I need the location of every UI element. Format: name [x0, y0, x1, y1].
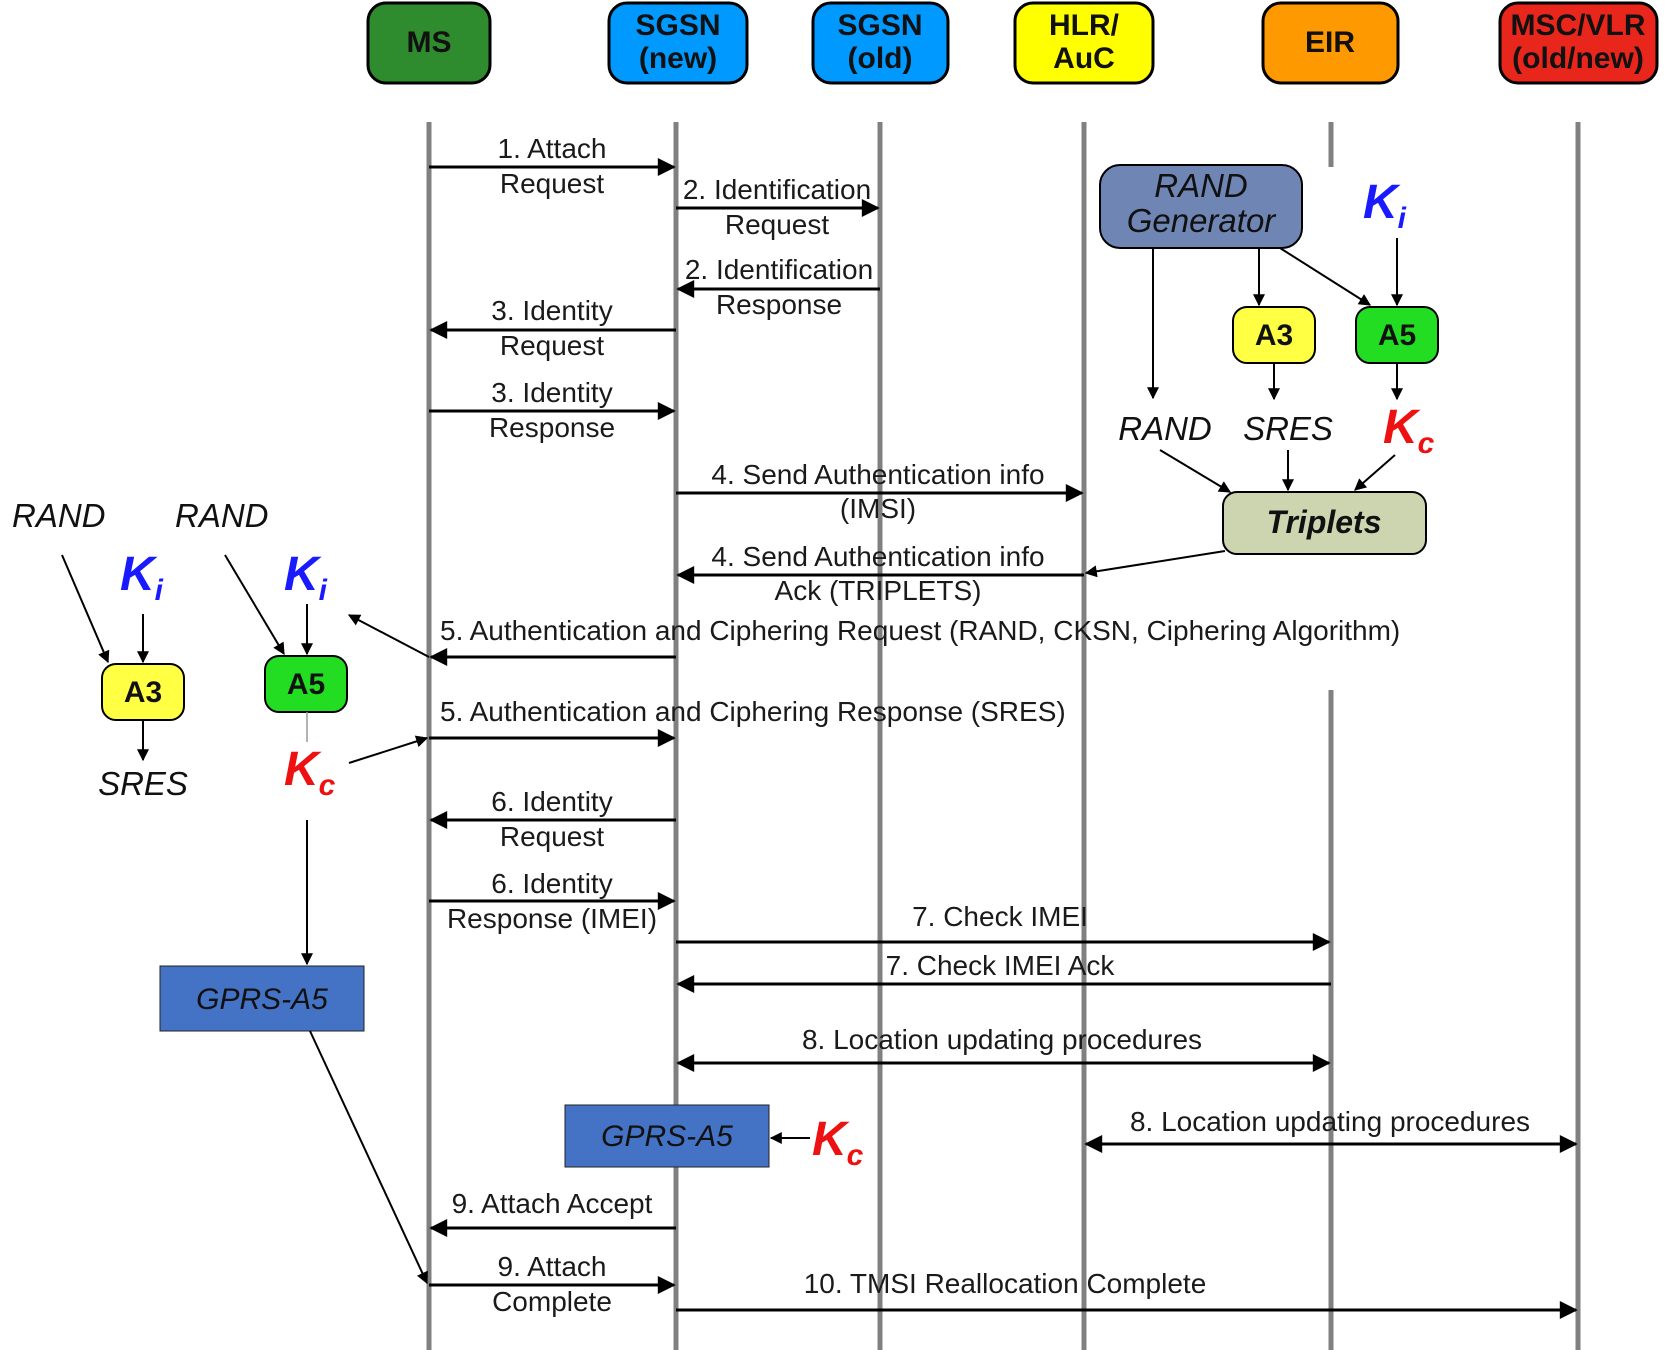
- entity-ms-label: MS: [407, 26, 452, 59]
- entity-hlr-auc: HLR/ AuC: [1013, 1, 1155, 85]
- ms-gprs-a5-box: [159, 965, 365, 1032]
- msg-4a-line1: 4. Send Authentication info: [711, 459, 1044, 490]
- hlr-sres-label: SRES: [1243, 410, 1333, 447]
- msg-4b-line1: 4. Send Authentication info: [711, 541, 1044, 572]
- hlr-rand-label: RAND: [1118, 410, 1212, 447]
- hlr-kc-label: Kc: [1383, 401, 1435, 460]
- msg-1-line2: Request: [500, 168, 605, 199]
- hlr-ki-label: Ki: [1363, 176, 1407, 235]
- message-labels: 1. Attach Request 2. Identification Requ…: [440, 133, 1530, 1317]
- msg-9a: 9. Attach Accept: [452, 1188, 653, 1219]
- hlr-a3-label: A3: [1255, 319, 1293, 352]
- ms-flow-arrows: [61, 554, 430, 1285]
- triplets-label: Triplets: [1267, 504, 1382, 540]
- ms-rand-right: RAND: [175, 497, 269, 534]
- ms-a5-box: [264, 655, 348, 713]
- msg-2a-line2: Request: [725, 209, 830, 240]
- msg-10: 10. TMSI Reallocation Complete: [804, 1268, 1207, 1299]
- ms-auth-computation: RAND RAND Ki Ki A3 A5 SRES Kc GPRS-A5: [12, 497, 430, 1285]
- entity-hlr-line2: AuC: [1053, 42, 1115, 75]
- msg-2b-line1: 2. Identification: [685, 254, 873, 285]
- msg-5a: 5. Authentication and Ciphering Request …: [440, 615, 1400, 646]
- msg-3a-line1: 3. Identity: [491, 295, 612, 326]
- msg-3b-line2: Response: [489, 412, 615, 443]
- sgsn-gprs-a5-label: GPRS-A5: [601, 1120, 733, 1153]
- entity-sgsn-new-line2: (new): [639, 42, 717, 75]
- triplets-box: [1222, 491, 1427, 555]
- entity-msc-vlr: MSC/VLR (old/new): [1498, 1, 1659, 85]
- msg-3a-line2: Request: [500, 330, 605, 361]
- msg-6a-line2: Request: [500, 821, 605, 852]
- ms-ki-left: Ki: [120, 548, 164, 607]
- msg-2b-line2: Response: [716, 289, 842, 320]
- message-arrows: [429, 158, 1578, 1319]
- entity-sgsn-new-line1: SGSN: [635, 9, 720, 42]
- msg-7b: 7. Check IMEI Ack: [886, 950, 1116, 981]
- entity-sgsn-old-line1: SGSN: [837, 9, 922, 42]
- msg-5b: 5. Authentication and Ciphering Response…: [440, 696, 1066, 727]
- msg-3b-line1: 3. Identity: [491, 377, 612, 408]
- entity-msc-line1: MSC/VLR: [1511, 9, 1646, 42]
- ms-a5-label: A5: [287, 668, 325, 701]
- sgsn-ciphering: GPRS-A5 Kc: [564, 1104, 864, 1172]
- entity-sgsn-old-line2: (old): [848, 42, 913, 75]
- entity-hlr-line1: HLR/: [1049, 9, 1120, 42]
- msg-4b-line2: Ack (TRIPLETS): [775, 575, 982, 606]
- msg-6a-line1: 6. Identity: [491, 786, 612, 817]
- msg-7a: 7. Check IMEI: [912, 901, 1088, 932]
- entity-sgsn-new: SGSN (new): [607, 1, 749, 85]
- sgsn-gprs-a5-box: [564, 1104, 770, 1168]
- entity-ms: MS: [366, 1, 492, 85]
- msg-6b-line2: Response (IMEI): [447, 903, 657, 934]
- ms-kc-label: Kc: [284, 743, 336, 802]
- hlr-flow-arrows: [1084, 238, 1403, 578]
- ms-gprs-a5-label: GPRS-A5: [196, 983, 328, 1016]
- rand-generator-line1: RAND: [1154, 167, 1248, 204]
- msg-8b: 8. Location updating procedures: [1130, 1106, 1530, 1137]
- msg-2a-line1: 2. Identification: [683, 174, 871, 205]
- ms-ki-right: Ki: [284, 548, 328, 607]
- rand-generator-box: [1099, 164, 1303, 249]
- msg-6b-line1: 6. Identity: [491, 868, 612, 899]
- hlr-auth-computation: RAND Generator Ki A3 A5 RAND SRES Kc Tri…: [1084, 164, 1439, 578]
- ms-a3-label: A3: [124, 676, 162, 709]
- lifelines: [426, 122, 1581, 1350]
- rand-generator-line2: Generator: [1127, 202, 1278, 239]
- entity-msc-line2: (old/new): [1512, 42, 1644, 75]
- entity-eir: EIR: [1261, 1, 1400, 85]
- entity-eir-label: EIR: [1305, 26, 1355, 59]
- ms-rand-left: RAND: [12, 497, 106, 534]
- msg-1-line1: 1. Attach: [498, 133, 607, 164]
- sgsn-kc-label: Kc: [812, 1113, 864, 1172]
- msg-8a: 8. Location updating procedures: [802, 1024, 1202, 1055]
- msg-9b-line2: Complete: [492, 1286, 612, 1317]
- msg-4a-line2: (IMSI): [840, 493, 916, 524]
- entity-sgsn-old: SGSN (old): [811, 1, 950, 85]
- ms-sres-label: SRES: [98, 765, 188, 802]
- msg-9b-line1: 9. Attach: [498, 1251, 607, 1282]
- hlr-a5-label: A5: [1378, 319, 1416, 352]
